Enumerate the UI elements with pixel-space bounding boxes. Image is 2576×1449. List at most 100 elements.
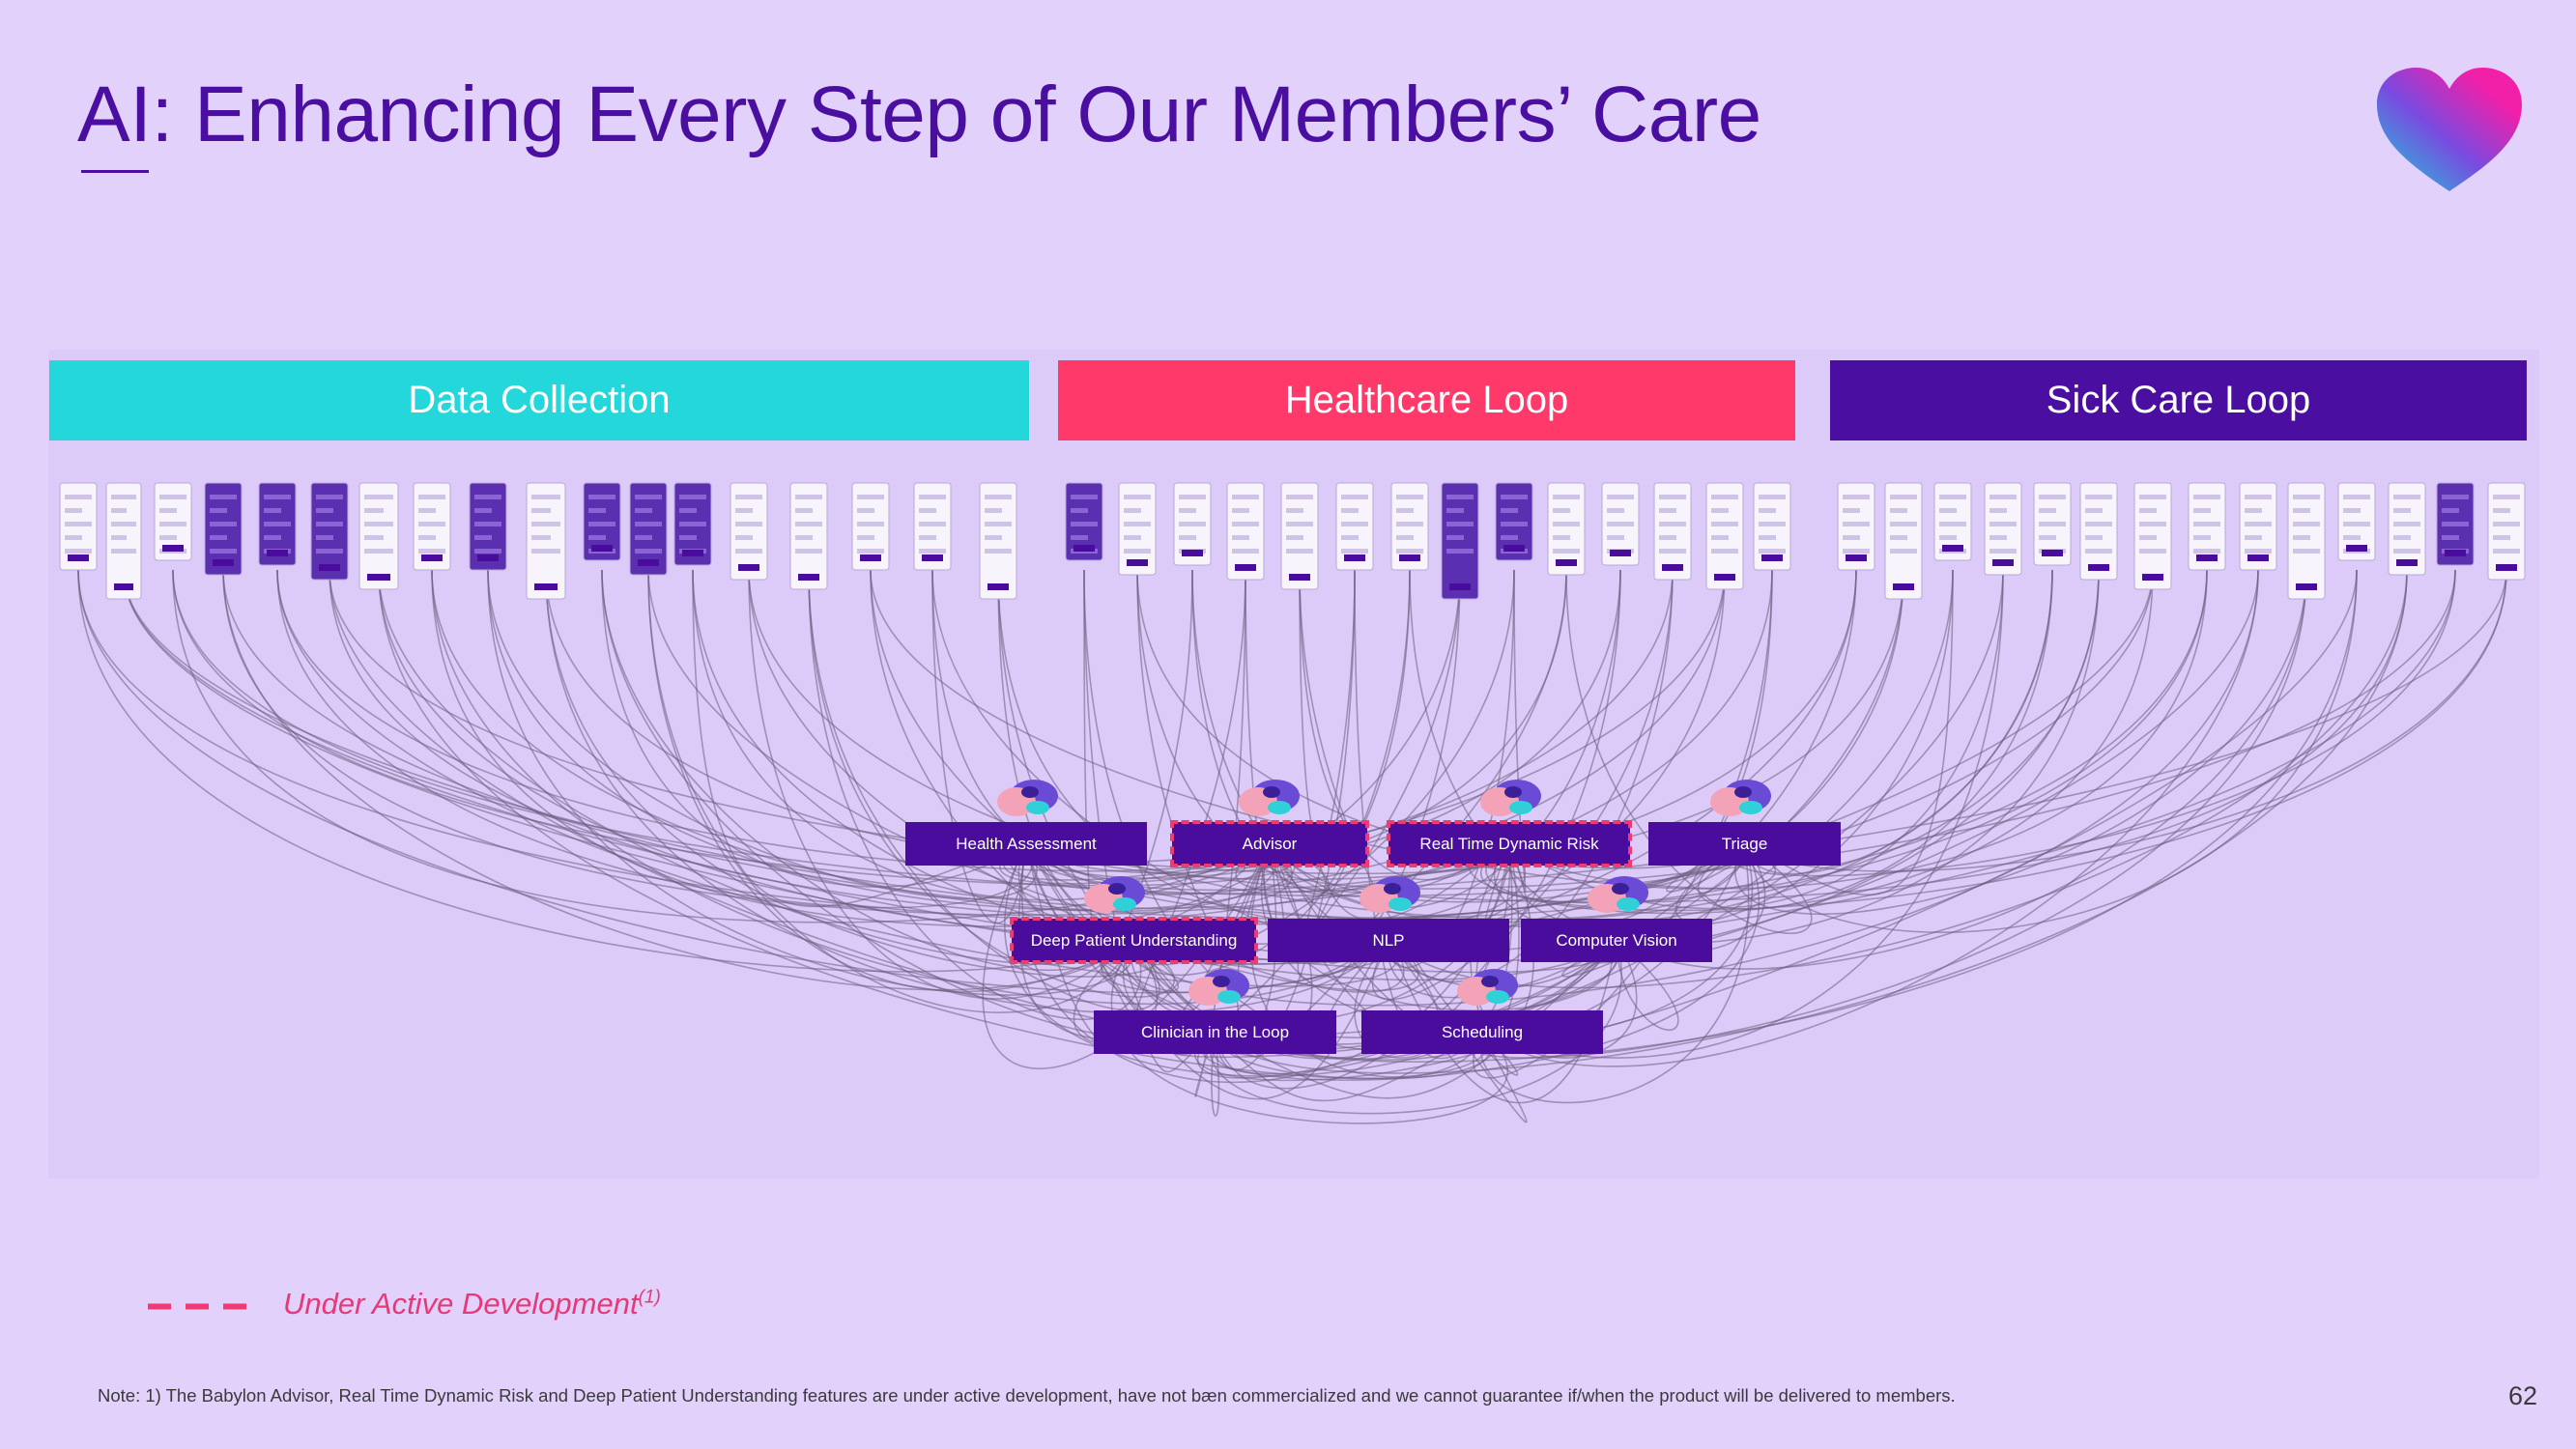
thumbnail-line	[2293, 535, 2310, 540]
thumbnail-line	[2245, 495, 2272, 499]
thumbnail-line	[635, 495, 662, 499]
thumbnail-button	[1182, 550, 1203, 556]
brain-icon	[1457, 969, 1518, 1006]
thumbnail-button	[162, 545, 184, 552]
thumbnail-line	[795, 522, 822, 526]
thumbnail-line	[1501, 522, 1528, 526]
thumbnail-line	[635, 549, 662, 554]
thumbnail-line	[159, 495, 186, 499]
legend-superscript: (1)	[638, 1287, 661, 1308]
thumbnail-line	[679, 522, 706, 526]
thumbnail-line	[1939, 522, 1966, 526]
thumbnail-line	[1843, 549, 1870, 554]
thumbnail-line	[418, 549, 445, 554]
connection-line	[647, 569, 1134, 993]
app-screen-thumbnail	[1547, 482, 1586, 576]
thumbnail-line	[1843, 535, 1860, 540]
thumbnail-line	[2293, 522, 2320, 526]
thumbnail-button	[213, 559, 234, 566]
thumbnail-line	[2085, 549, 2112, 554]
brain-center	[1213, 976, 1230, 987]
thumbnail-button	[1942, 545, 1963, 552]
thumbnail-frame	[526, 482, 566, 600]
thumbnail-line	[857, 535, 874, 540]
thumbnail-line	[2442, 495, 2469, 499]
brain-center	[1021, 786, 1039, 798]
thumbnail-line	[474, 522, 501, 526]
connection-line	[1191, 569, 1331, 895]
module-nlp: NLP	[1268, 919, 1509, 962]
app-screen-thumbnail	[358, 482, 399, 590]
thumbnail-line	[919, 522, 946, 526]
thumbnail-button	[1556, 559, 1577, 566]
connection-line	[601, 569, 1134, 971]
heart-logo-icon	[2377, 68, 2522, 191]
thumbnail-line	[1071, 495, 1098, 499]
brain-stem	[1026, 801, 1049, 814]
thumbnail-line	[1286, 535, 1303, 540]
brain-stem	[1509, 801, 1532, 814]
thumbnail-button	[1714, 574, 1735, 581]
thumbnail-button	[1610, 550, 1631, 556]
thumbnail-line	[1890, 495, 1917, 499]
connection-line	[545, 569, 1389, 1014]
thumbnail-line	[418, 522, 445, 526]
thumbnail-line	[1341, 522, 1368, 526]
app-screen-thumbnail	[105, 482, 142, 600]
thumbnail-line	[1124, 522, 1151, 526]
connection-line	[222, 569, 1510, 917]
connection-line	[1132, 569, 1515, 966]
module-real-time-dynamic-risk: Real Time Dynamic Risk	[1387, 820, 1632, 867]
module-health-assessment: Health Assessment	[905, 822, 1147, 866]
app-screen-thumbnail	[1226, 482, 1265, 581]
thumbnail-line	[2393, 495, 2420, 499]
thumbnail-line	[2039, 495, 2066, 499]
app-screen-thumbnails	[59, 482, 2526, 600]
connection-line	[1485, 569, 2507, 912]
connection-line	[545, 569, 1271, 864]
thumbnail-line	[1124, 535, 1141, 540]
thumbnail-line	[985, 495, 1012, 499]
thumbnail-line	[1553, 549, 1580, 554]
app-screen-thumbnail	[1065, 482, 1103, 561]
thumbnail-line	[1989, 522, 2017, 526]
thumbnail-button	[1073, 545, 1095, 552]
thumbnail-line	[1071, 522, 1098, 526]
thumbnail-line	[2039, 535, 2056, 540]
app-screen-thumbnail	[2337, 482, 2376, 561]
thumbnail-line	[1124, 495, 1151, 499]
app-screen-thumbnail	[2388, 482, 2426, 576]
thumbnail-frame	[1441, 482, 1479, 600]
thumbnail-line	[264, 508, 281, 513]
thumbnail-line	[857, 522, 884, 526]
thumbnail-line	[985, 522, 1012, 526]
thumbnail-line	[2039, 508, 2056, 513]
thumbnail-line	[735, 495, 762, 499]
thumbnail-button	[2496, 564, 2517, 571]
footnote: Note: 1) The Babylon Advisor, Real Time …	[98, 1385, 1956, 1406]
app-screen-thumbnail	[1173, 482, 1212, 566]
thumbnail-line	[159, 522, 186, 526]
thumbnail-frame	[2287, 482, 2326, 600]
thumbnail-line	[2293, 495, 2320, 499]
thumbnail-line	[735, 508, 753, 513]
thumbnail-line	[364, 535, 384, 540]
section-data-collection: Data Collection	[49, 360, 1029, 440]
thumbnail-line	[1124, 508, 1141, 513]
app-screen-thumbnail	[154, 482, 192, 561]
thumbnail-line	[1396, 549, 1423, 554]
thumbnail-button	[114, 583, 133, 590]
brain-icon	[1588, 876, 1648, 913]
thumbnail-line	[264, 495, 291, 499]
thumbnail-line	[111, 535, 127, 540]
thumbnail-line	[795, 495, 822, 499]
thumbnail-line	[1659, 508, 1676, 513]
thumbnail-line	[2493, 495, 2520, 499]
thumbnail-button	[1761, 554, 1783, 561]
app-screen-thumbnail	[1933, 482, 1972, 561]
thumbnail-line	[2085, 535, 2103, 540]
thumbnail-frame	[310, 482, 349, 581]
thumbnail-line	[2293, 549, 2320, 554]
thumbnail-line	[919, 495, 946, 499]
thumbnail-line	[65, 549, 92, 554]
